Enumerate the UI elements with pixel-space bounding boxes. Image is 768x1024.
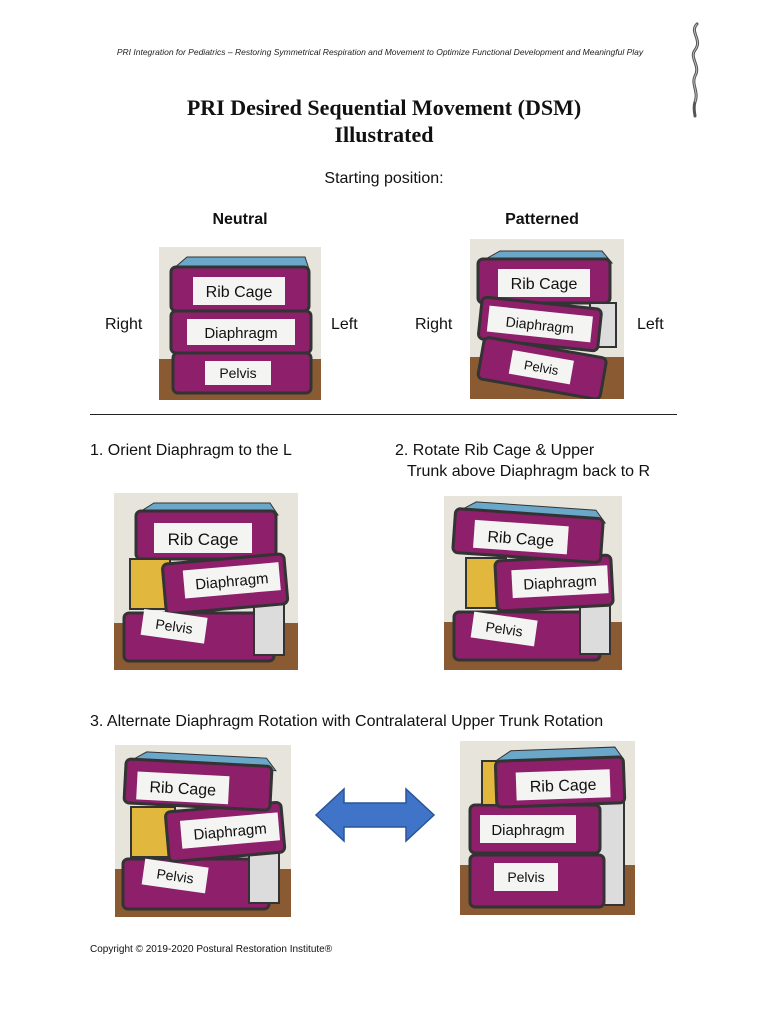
- neutral-right-label: Right: [105, 316, 143, 333]
- cube-label-rib-cage: Rib Cage: [149, 779, 217, 799]
- copyright-footer: Copyright © 2019-2020 Postural Restorati…: [90, 944, 333, 955]
- double-arrow-icon: [314, 787, 436, 843]
- cube-label-rib-cage: Rib Cage: [168, 530, 239, 549]
- cube-label-pelvis: Pelvis: [507, 869, 544, 885]
- step-3-right-cube-photo: Rib Cage Diaphragm Pelvis: [460, 741, 635, 915]
- cube-label-diaphragm: Diaphragm: [204, 325, 277, 342]
- cube-label-pelvis: Pelvis: [485, 618, 524, 639]
- cube-label-rib-cage: Rib Cage: [487, 529, 555, 551]
- spine-logo-icon: [683, 22, 709, 118]
- patterned-cube-photo: Diaphragm Pelvis Rib Cage: [470, 239, 624, 399]
- cube-label-diaphragm: Diaphragm: [523, 573, 597, 594]
- patterned-heading: Patterned: [505, 211, 579, 228]
- title-line-2: Illustrated: [334, 122, 434, 147]
- cube-label-pelvis: Pelvis: [156, 865, 195, 886]
- step-2-line-1: 2. Rotate Rib Cage & Upper: [395, 442, 595, 459]
- cube-label-pelvis: Pelvis: [155, 616, 194, 637]
- cube-label-pelvis: Pelvis: [523, 357, 560, 378]
- starting-position-label: Starting position:: [324, 170, 444, 187]
- section-divider: [90, 414, 677, 415]
- step-2-text: 2. Rotate Rib Cage & Upper Trunk above D…: [395, 440, 650, 482]
- neutral-heading: Neutral: [212, 211, 268, 228]
- neutral-cube-photo: Rib Cage Diaphragm Pelvis: [159, 247, 321, 400]
- running-header: PRI Integration for Pediatrics – Restori…: [116, 47, 644, 57]
- neutral-left-label: Left: [331, 316, 358, 333]
- cube-label-diaphragm: Diaphragm: [195, 570, 270, 593]
- cube-label-diaphragm: Diaphragm: [505, 313, 575, 336]
- patterned-right-label: Right: [415, 316, 453, 333]
- page-title: PRI Desired Sequential Movement (DSM) Il…: [84, 94, 684, 148]
- cube-label-pelvis: Pelvis: [219, 365, 256, 381]
- title-line-1: PRI Desired Sequential Movement (DSM): [186, 95, 582, 120]
- step-2-line-2: Trunk above Diaphragm back to R: [407, 463, 651, 480]
- cube-label-rib-cage: Rib Cage: [206, 284, 273, 301]
- patterned-left-label: Left: [637, 316, 664, 333]
- cube-label-rib-cage: Rib Cage: [530, 777, 597, 796]
- cube-label-diaphragm: Diaphragm: [491, 822, 564, 839]
- step-1-cube-photo: Diaphragm Rib Cage Pelvis: [114, 493, 298, 670]
- step-3-left-cube-photo: Diaphragm Rib Cage Pelvis: [115, 745, 291, 917]
- cube-label-rib-cage: Rib Cage: [511, 276, 578, 293]
- cube-label-diaphragm: Diaphragm: [193, 820, 268, 843]
- step-2-cube-photo: Diaphragm Rib Cage Pelvis: [444, 496, 622, 670]
- step-1-text: 1. Orient Diaphragm to the L: [90, 442, 292, 459]
- step-3-text: 3. Alternate Diaphragm Rotation with Con…: [90, 713, 604, 730]
